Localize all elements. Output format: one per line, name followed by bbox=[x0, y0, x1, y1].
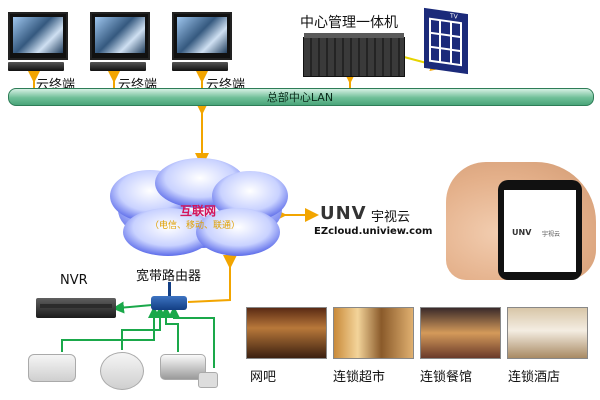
tv-wall-icon: TV bbox=[424, 7, 468, 75]
nvr-label: NVR bbox=[60, 273, 88, 288]
terminal-box-1 bbox=[8, 62, 64, 71]
router-nvr-link bbox=[112, 301, 153, 314]
dome-camera bbox=[100, 352, 144, 390]
bullet-camera-1 bbox=[28, 354, 76, 382]
router-label: 宽带路由器 bbox=[136, 269, 202, 284]
lan-label: 总部中心LAN bbox=[266, 91, 334, 104]
terminal-monitor-3 bbox=[172, 12, 232, 60]
cloud-service-name: 宇视云 bbox=[371, 210, 411, 225]
phone-app-name: 宇视云 bbox=[542, 231, 561, 238]
camera-link-4 bbox=[168, 306, 215, 368]
server-unit bbox=[303, 33, 405, 77]
terminal-monitor-1 bbox=[8, 12, 68, 60]
lan-bus bbox=[8, 88, 594, 106]
terminal-box-2 bbox=[90, 62, 146, 71]
cloud-subtitle: （电信、移动、联通） bbox=[150, 221, 241, 231]
terminal-box-3 bbox=[172, 62, 228, 71]
router-antenna bbox=[168, 282, 171, 297]
terminal-monitor-2 bbox=[90, 12, 150, 60]
venue-photo-netcafe bbox=[246, 307, 327, 359]
cloud-title: 互联网 bbox=[180, 204, 217, 218]
phone-unv-logo: UNV bbox=[512, 228, 532, 237]
venue-label-netcafe: 网吧 bbox=[250, 370, 277, 385]
tv-mark: TV bbox=[450, 12, 458, 21]
router-device bbox=[151, 296, 187, 310]
venue-label-supermarket: 连锁超市 bbox=[333, 370, 386, 385]
venue-photo-supermarket bbox=[333, 307, 414, 359]
smartphone: UNV 宇视云 bbox=[498, 180, 582, 280]
cloud-service-url: EZcloud.uniview.com bbox=[314, 226, 433, 237]
venue-photo-hotel bbox=[507, 307, 588, 359]
internet-cloud bbox=[110, 158, 288, 256]
venue-label-restaurant: 连锁餐馆 bbox=[420, 370, 473, 385]
nvr-device bbox=[36, 298, 116, 318]
camera-link-3 bbox=[160, 306, 179, 352]
unv-logo: UNV bbox=[320, 203, 367, 224]
camera-link-2 bbox=[121, 306, 166, 350]
bullet-camera-3-lens bbox=[198, 372, 218, 388]
camera-link-1 bbox=[61, 306, 160, 352]
venue-label-hotel: 连锁酒店 bbox=[508, 370, 561, 385]
venue-photo-restaurant bbox=[420, 307, 501, 359]
cloud-router-link bbox=[187, 255, 237, 303]
server-label: 中心管理一体机 bbox=[300, 15, 398, 31]
